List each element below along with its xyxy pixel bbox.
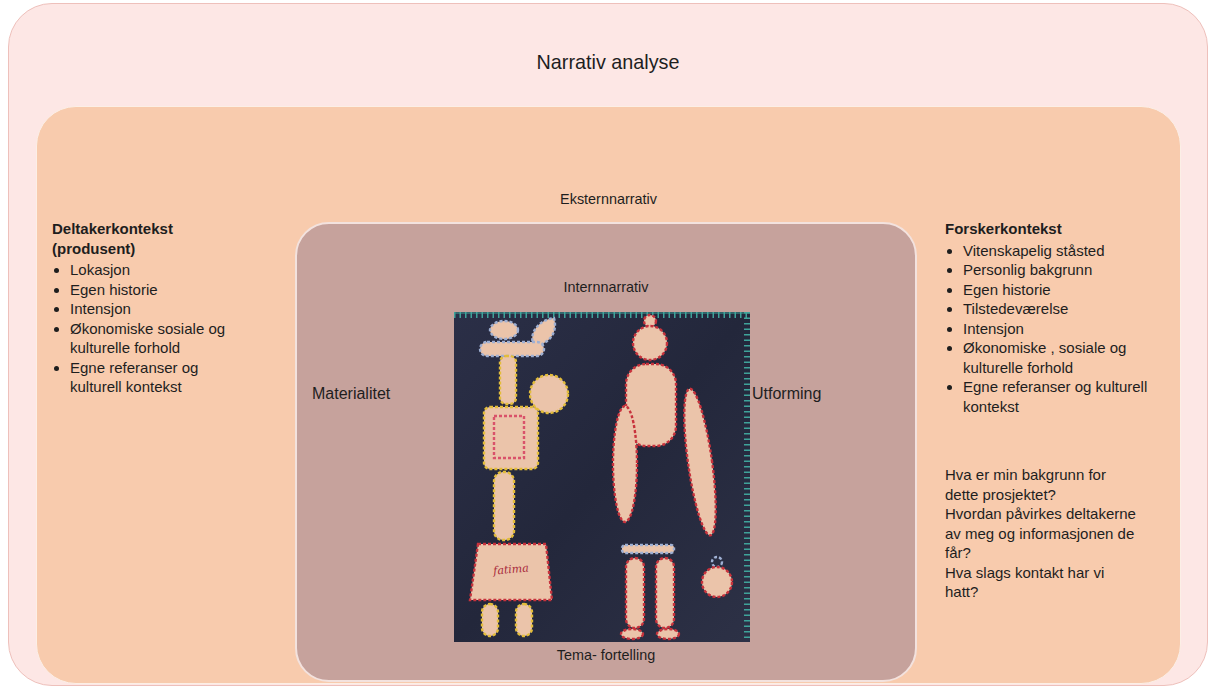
outer-panel: InternnarrativMaterialitet UtformingTema-… <box>8 3 1208 686</box>
side-label: Utforming <box>752 384 902 405</box>
left-figure <box>470 318 568 636</box>
question-text: Hva er min bakgrunn for dette prosjektet… <box>945 465 1140 504</box>
column-heading: Forskerkontekst <box>945 219 1167 239</box>
question-text: Hva slags kontakt har vi hatt? <box>945 563 1140 602</box>
context-panel: InternnarrativMaterialitet UtformingTema-… <box>36 106 1181 684</box>
text-group: ForskerkontekstVitenskapelig ståstedPers… <box>945 219 1167 416</box>
bullet-item: Økonomiske , sosiale og kulturelle forho… <box>963 338 1167 377</box>
felt-ground <box>454 312 750 642</box>
bullet-item: Intensjon <box>963 319 1024 339</box>
bullet-item: Egen historie <box>963 280 1051 300</box>
bullet-dot <box>947 307 952 312</box>
bullet-row: Økonomiske sosiale og kulturelle forhold <box>52 319 242 358</box>
bullet-row: Intensjon <box>945 319 1167 339</box>
text-group: Eksternnarrativ <box>37 190 1180 209</box>
text-group: Utforming <box>752 384 902 405</box>
bullet-row: Lokasjon <box>52 260 242 280</box>
bullet-row: Egne referanser og kulturell kontekst <box>945 377 1167 416</box>
bullet-row: Egen historie <box>945 280 1167 300</box>
section-label: Eksternnarrativ <box>37 190 1180 209</box>
bullet-dot <box>947 385 952 390</box>
bullet-dot <box>54 268 59 273</box>
section-label: Internnarrativ <box>297 278 915 297</box>
bullet-item: Egne referanser og kulturell kontekst <box>70 358 242 397</box>
bullet-dot <box>54 327 59 332</box>
bullet-dot <box>947 268 952 273</box>
bullet-item: Tilstedeværelse <box>963 299 1068 319</box>
bullet-row: Egen historie <box>52 280 242 300</box>
edge-stitch <box>454 312 750 318</box>
text-group: Tema- fortelling <box>297 646 915 665</box>
bullet-item: Lokasjon <box>70 260 130 280</box>
bullet-dot <box>947 249 952 254</box>
diagram-title: Narrativ analyse <box>9 50 1207 76</box>
side-label: Materialitet <box>312 384 452 405</box>
bullet-dot <box>947 346 952 351</box>
right-figure <box>613 315 732 639</box>
text-group: Narrativ analyse <box>9 50 1207 76</box>
question-text: Hvordan påvirkes deltakerne av meg og in… <box>945 504 1140 563</box>
text-group: Materialitet <box>312 384 452 405</box>
bullet-dot <box>54 288 59 293</box>
column-heading: Deltakerkontekst (produsent) <box>52 219 242 258</box>
bullet-row: Intensjon <box>52 299 242 319</box>
bullet-item: Personlig bakgrunn <box>963 260 1092 280</box>
bullet-row: Vitenskapelig ståsted <box>945 241 1167 261</box>
bullet-row: Personlig bakgrunn <box>945 260 1167 280</box>
bullet-item: Intensjon <box>70 299 131 319</box>
bullet-item: Økonomiske sosiale og kulturelle forhold <box>70 319 242 358</box>
text-group: Deltakerkontekst (produsent)LokasjonEgen… <box>52 219 242 397</box>
bullet-item: Vitenskapelig ståsted <box>963 241 1104 261</box>
bullet-item: Egne referanser og kulturell kontekst <box>963 377 1167 416</box>
bullet-item: Egen historie <box>70 280 158 300</box>
edge-stitch <box>454 312 750 313</box>
text-group: Hva er min bakgrunn for dette prosjektet… <box>945 465 1140 602</box>
bullet-dot <box>947 288 952 293</box>
bullet-dot <box>947 327 952 332</box>
felt-picture <box>454 312 750 642</box>
section-label: Tema- fortelling <box>297 646 915 665</box>
bullet-dot <box>54 307 59 312</box>
bullet-row: Tilstedeværelse <box>945 299 1167 319</box>
bullet-dot <box>54 366 59 371</box>
bullet-row: Egne referanser og kulturell kontekst <box>52 358 242 397</box>
text-group: Internnarrativ <box>297 278 915 297</box>
bullet-row: Økonomiske , sosiale og kulturelle forho… <box>945 338 1167 377</box>
inner-panel: InternnarrativMaterialitet UtformingTema-… <box>295 222 917 682</box>
edge-stitch <box>744 312 750 642</box>
